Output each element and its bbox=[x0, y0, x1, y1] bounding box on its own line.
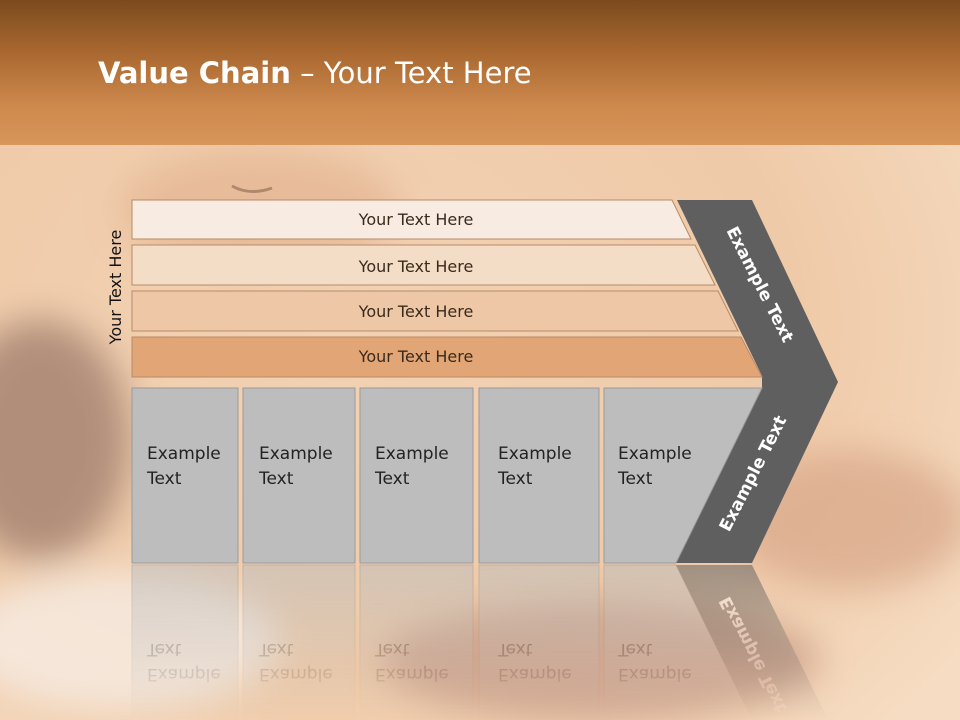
chevron-arrow bbox=[676, 200, 838, 563]
side-label: Your Text Here bbox=[106, 230, 125, 346]
svg-text:Text: Text bbox=[374, 639, 410, 659]
box-4 bbox=[478, 387, 600, 564]
svg-text:Text: Text bbox=[146, 639, 182, 659]
bar-4-label: Your Text Here bbox=[358, 347, 474, 366]
page-title: Value Chain – Your Text Here bbox=[98, 56, 532, 90]
box-3-line2: Text bbox=[374, 469, 410, 489]
box-4-line1: Example bbox=[498, 444, 572, 464]
box-5-line1: Example bbox=[618, 444, 692, 464]
bar-1-label: Your Text Here bbox=[358, 210, 474, 229]
box-1-line2: Text bbox=[146, 469, 182, 489]
bar-4 bbox=[131, 336, 763, 378]
title-bold: Value Chain bbox=[98, 56, 291, 90]
svg-text:Example: Example bbox=[375, 664, 449, 684]
title-rest: – Your Text Here bbox=[290, 56, 532, 90]
svg-text:Example: Example bbox=[498, 664, 572, 684]
box-5 bbox=[603, 387, 763, 564]
svg-text:Example: Example bbox=[618, 664, 692, 684]
bar-3 bbox=[131, 290, 739, 332]
box-3 bbox=[359, 387, 474, 564]
bar-2-label: Your Text Here bbox=[358, 257, 474, 276]
svg-text:Text: Text bbox=[617, 639, 653, 659]
box-1 bbox=[131, 387, 239, 564]
box-1-line1: Example bbox=[147, 444, 221, 464]
header-bar bbox=[0, 0, 960, 145]
box-2-line2: Text bbox=[258, 469, 294, 489]
box-4-line2: Text bbox=[497, 469, 533, 489]
svg-text:Example: Example bbox=[259, 664, 333, 684]
side-label-text: Your Text Here bbox=[106, 230, 125, 346]
bar-2 bbox=[131, 244, 716, 286]
box-3-line1: Example bbox=[375, 444, 449, 464]
svg-text:Example: Example bbox=[147, 664, 221, 684]
svg-text:Text: Text bbox=[497, 639, 533, 659]
bar-3-label: Your Text Here bbox=[358, 302, 474, 321]
box-5-line2: Text bbox=[617, 469, 653, 489]
box-2-line1: Example bbox=[259, 444, 333, 464]
reflection: Example Text Example Text Example Text E… bbox=[131, 564, 829, 720]
svg-text:Text: Text bbox=[258, 639, 294, 659]
bar-1 bbox=[131, 199, 692, 240]
box-2 bbox=[242, 387, 356, 564]
